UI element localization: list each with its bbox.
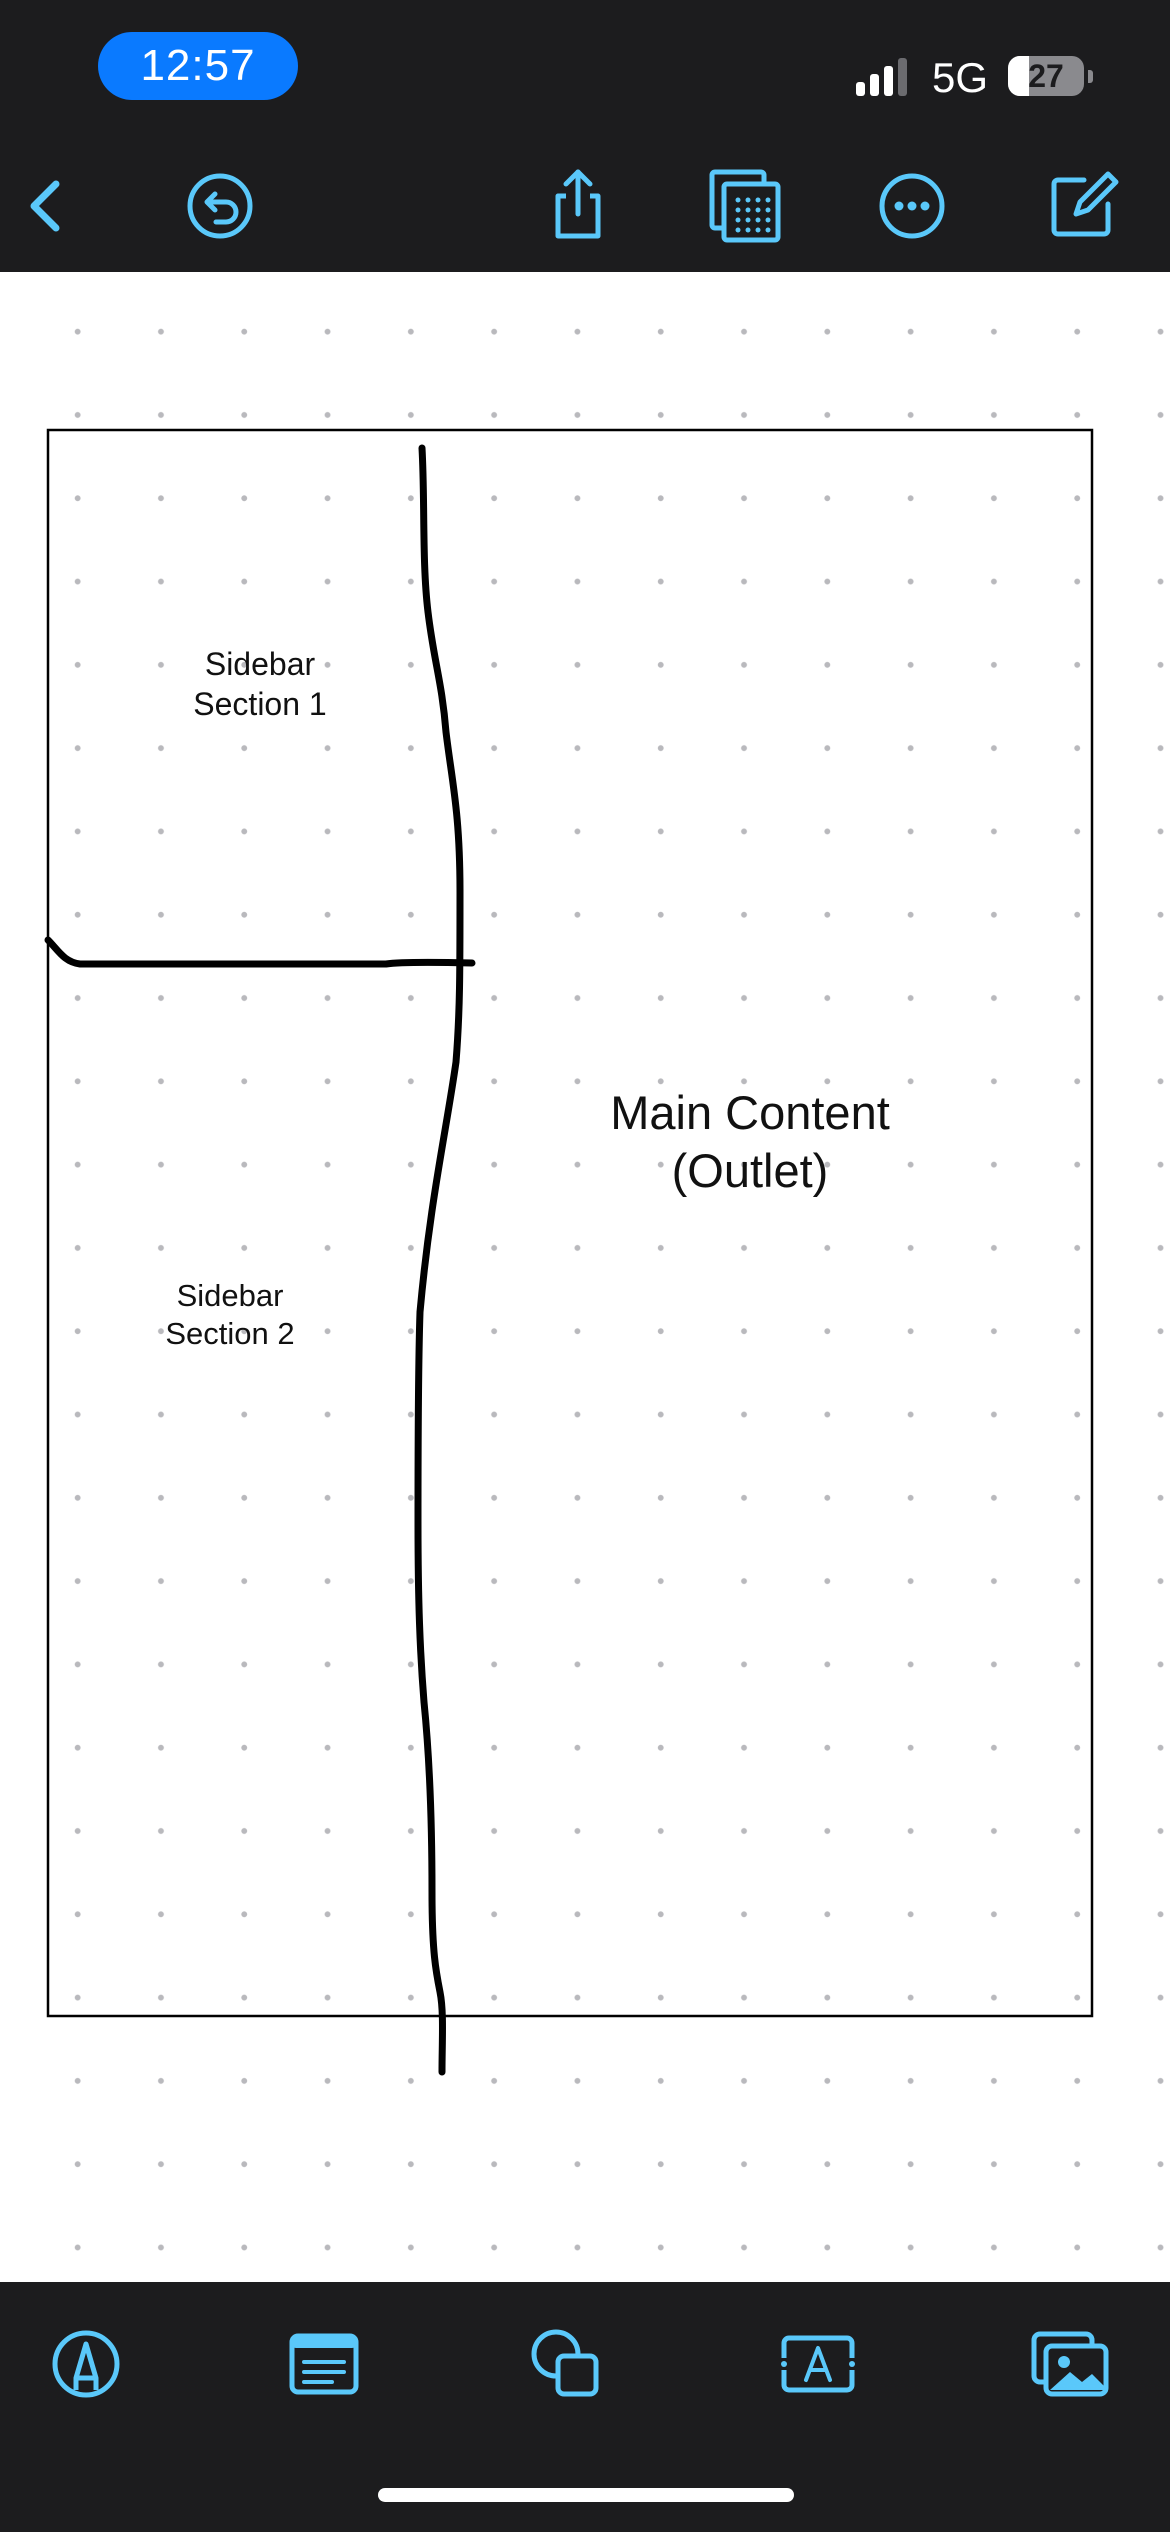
pen-tip-icon xyxy=(52,2330,120,2398)
horizontal-divider-stroke xyxy=(44,936,476,968)
sidebar-section-2-label: Sidebar Section 2 xyxy=(165,1278,295,1351)
network-type: 5G xyxy=(932,54,989,101)
sticky-note-tool-button[interactable] xyxy=(284,2324,364,2404)
text-box-icon xyxy=(778,2335,858,2393)
chevron-left-icon xyxy=(30,180,60,232)
share-icon xyxy=(555,169,601,239)
home-indicator[interactable] xyxy=(378,2488,794,2502)
note-icon xyxy=(289,2333,359,2395)
pen-tool-button[interactable] xyxy=(46,2324,126,2404)
photo-icon xyxy=(1031,2331,1109,2397)
battery-percent: 27 xyxy=(1028,58,1064,94)
status-time: 12:57 xyxy=(98,32,298,100)
top-toolbar xyxy=(0,140,1170,272)
battery-tip xyxy=(1088,70,1093,83)
compose-icon xyxy=(1051,171,1119,237)
undo-button[interactable] xyxy=(178,164,262,248)
status-bar: 12:57 5G 27 xyxy=(0,0,1170,140)
shapes-icon xyxy=(531,2329,599,2397)
battery-fill xyxy=(1008,56,1029,96)
shapes-tool-button[interactable] xyxy=(526,2324,606,2404)
grid-pages-icon xyxy=(709,169,781,243)
text-box-tool-button[interactable] xyxy=(778,2324,858,2404)
more-button[interactable] xyxy=(870,164,954,248)
media-tool-button[interactable] xyxy=(1030,2324,1110,2404)
ellipsis-circle-icon xyxy=(879,173,945,239)
page-frame xyxy=(46,428,1094,2018)
vertical-divider-stroke xyxy=(414,444,464,2076)
share-button[interactable] xyxy=(536,164,620,248)
drawing-canvas[interactable]: Sidebar Section 1 Sidebar Section 2 Main… xyxy=(0,272,1170,2282)
battery-icon: 27 xyxy=(1008,56,1084,96)
page-grid-button[interactable] xyxy=(702,164,786,248)
sketch-layer xyxy=(44,428,1094,2076)
undo-arrow-icon xyxy=(187,173,253,239)
compose-button[interactable] xyxy=(1040,164,1124,248)
back-button[interactable] xyxy=(4,164,88,248)
main-content-label: Main Content (Outlet) xyxy=(610,1086,890,1197)
sidebar-section-1-label: Sidebar Section 1 xyxy=(193,646,327,722)
cellular-signal-icon xyxy=(856,58,908,96)
